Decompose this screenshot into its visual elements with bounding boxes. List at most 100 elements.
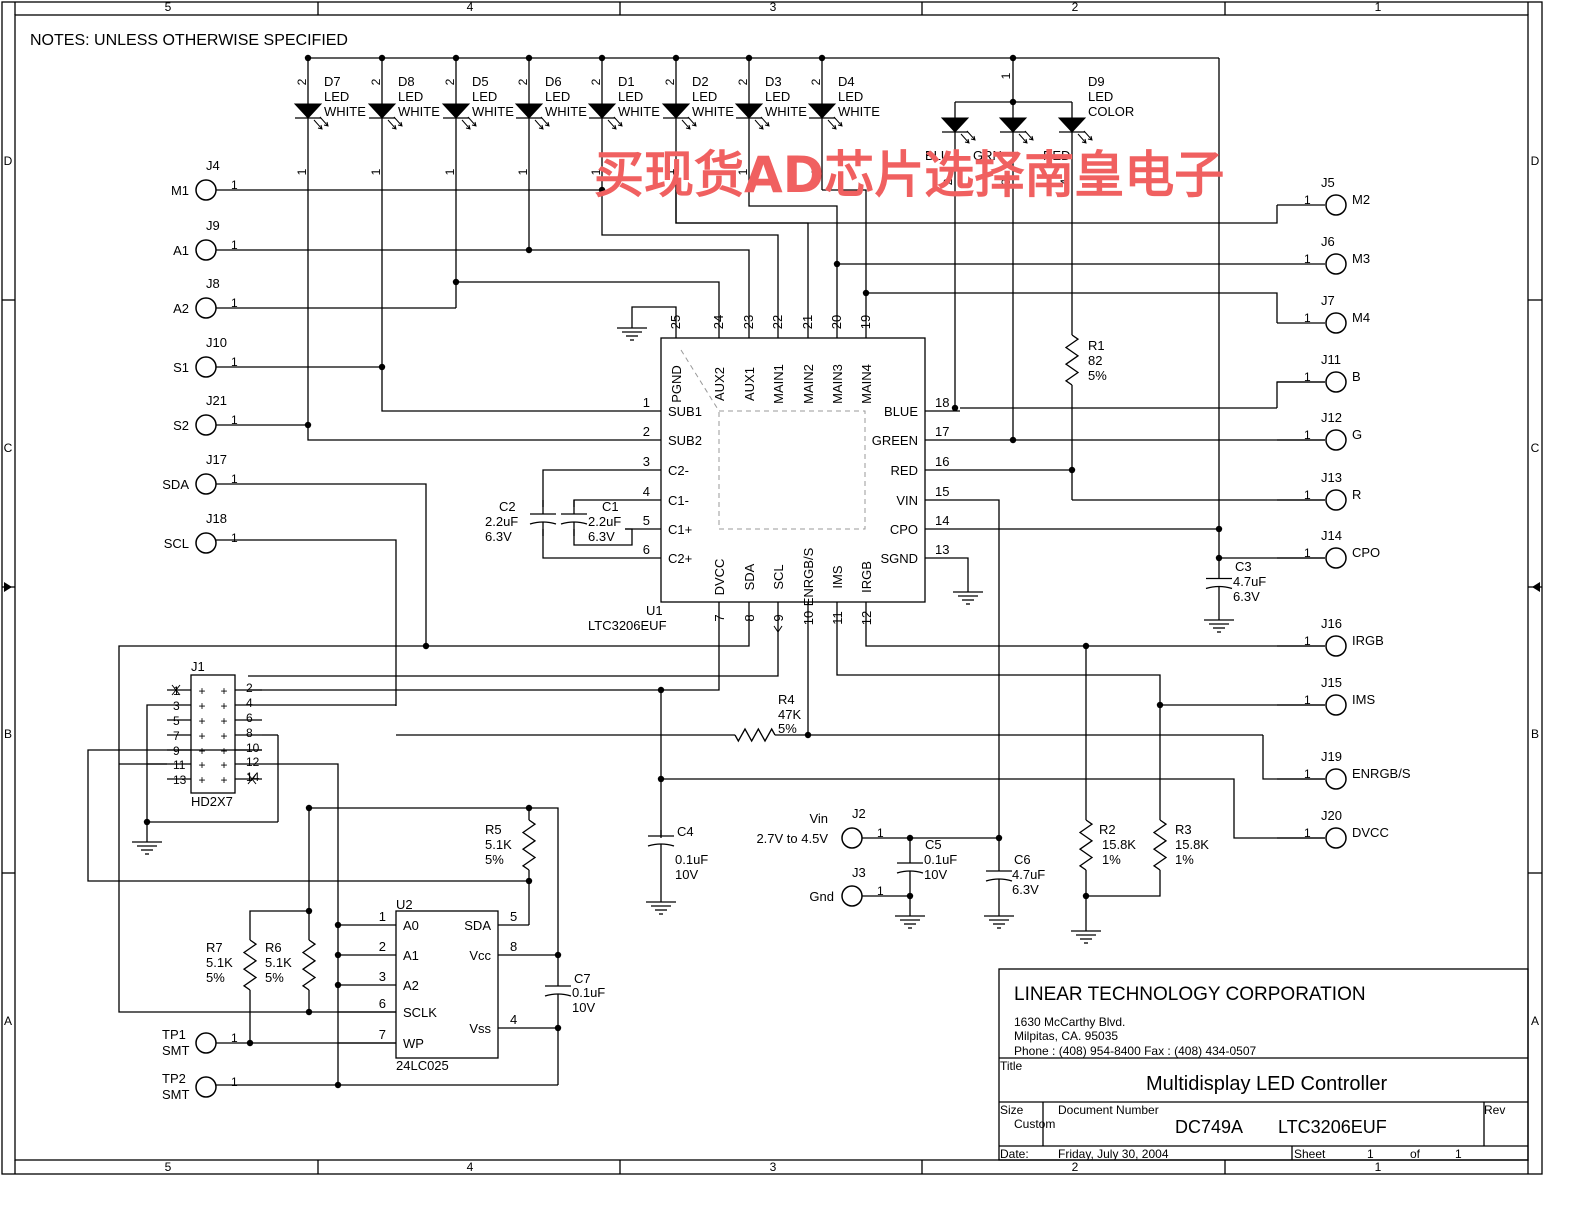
capacitor-plate <box>560 521 588 525</box>
u2-pin-name: SDA <box>464 918 491 933</box>
junction-dot <box>305 1008 313 1016</box>
resistor-value: 15.8K <box>1102 837 1136 852</box>
resistor-zigzag <box>1064 334 1080 386</box>
u2-pin-name: Vcc <box>469 948 491 963</box>
wire-b <box>1276 381 1325 408</box>
led-color-label: BLU <box>925 148 950 163</box>
led-ref: D5 <box>472 74 489 89</box>
ground-symbol <box>895 910 925 929</box>
led-blue <box>940 117 976 144</box>
led-triangle <box>734 103 764 119</box>
u1-pin-number: 12 <box>859 611 874 625</box>
pin-number: 2 <box>369 78 383 85</box>
u1-pin-number: 16 <box>935 454 949 469</box>
pin-number: 3 <box>999 178 1013 185</box>
header-pin-number: 12 <box>246 755 260 769</box>
zone-row-label: D <box>1531 154 1540 168</box>
connector-ref: J11 <box>1321 352 1341 367</box>
capacitor-ref: C2 <box>499 499 516 514</box>
pin-number: 4 <box>1058 178 1072 185</box>
testpoint-ref: TP2 <box>162 1071 186 1086</box>
led-emission-arrows <box>681 116 697 130</box>
u1-pin-number: 2 <box>643 424 650 439</box>
pin-number: 1 <box>1304 370 1311 384</box>
connector-name: G <box>1352 427 1362 442</box>
connector-name: R <box>1352 487 1361 502</box>
wire-r3 <box>1086 870 1161 897</box>
pin-number: 1 <box>736 168 750 175</box>
led-value: LED <box>1088 89 1113 104</box>
capacitor-value: 0.1uF <box>675 852 708 867</box>
led-value: WHITE <box>324 104 366 119</box>
resistor-value: 5% <box>485 852 504 867</box>
led-ref: D1 <box>618 74 635 89</box>
wire-main3 <box>748 190 838 308</box>
led-ref: D7 <box>324 74 341 89</box>
wire-main2 <box>675 190 809 308</box>
junction-dot <box>525 54 533 62</box>
led-value: LED <box>324 89 349 104</box>
company-address: Milpitas, CA. 95035 <box>1014 1029 1118 1043</box>
header-pin-number: 13 <box>173 773 187 787</box>
wire-c2 <box>542 529 625 559</box>
wire-scl-bus <box>248 632 779 677</box>
resistor-value: 5% <box>778 721 797 736</box>
connector-j5 <box>1325 194 1347 216</box>
connector-ref: J7 <box>1321 293 1335 308</box>
pin-number: 1 <box>1304 767 1311 781</box>
header-pin-number: 3 <box>173 699 180 713</box>
wire-scl <box>216 539 397 706</box>
zone-row-label: A <box>1531 1014 1539 1028</box>
ground-symbol <box>984 910 1014 929</box>
pin-number: 1 <box>1304 252 1311 266</box>
resistor-value: 15.8K <box>1175 837 1209 852</box>
wire-ims <box>836 632 1325 706</box>
led-value: WHITE <box>838 104 880 119</box>
led-d8 <box>367 103 403 130</box>
pin-number: 1 <box>1304 488 1311 502</box>
capacitor-ref: C7 <box>574 971 591 986</box>
u1-part: LTC3206EUF <box>588 618 667 633</box>
connector-ref: J13 <box>1321 470 1342 485</box>
resistor-value: 1% <box>1102 852 1121 867</box>
led-value: LED <box>838 89 863 104</box>
size-value: Custom <box>1014 1117 1055 1131</box>
u1-pin-name: CPO <box>890 522 918 537</box>
wire-sub1 <box>381 190 625 412</box>
u2-part: 24LC025 <box>396 1058 449 1073</box>
junction-dot <box>818 54 826 62</box>
connector-ref: J10 <box>206 335 227 350</box>
u2-pin-number: 4 <box>510 1012 517 1027</box>
connector-j15 <box>1325 694 1347 716</box>
header-pin-number: 5 <box>173 714 180 728</box>
zone-column-label: 2 <box>1072 0 1079 14</box>
junction-dot <box>422 642 430 650</box>
u1-pin-name: SUB1 <box>668 404 702 419</box>
u1-pin-number: 23 <box>741 315 756 329</box>
u1-pin-number: 20 <box>829 315 844 329</box>
u1-pin-number: 1 <box>643 395 650 410</box>
pin-number: 1 <box>663 168 677 175</box>
junction-dot <box>334 921 342 929</box>
pin-number: 1 <box>231 238 238 252</box>
led-triangle <box>661 103 691 119</box>
resistor-zigzag <box>734 727 776 743</box>
u2-pin-name: A0 <box>403 918 419 933</box>
date-value: Friday, July 30, 2004 <box>1058 1147 1169 1161</box>
led-triangle <box>514 103 544 119</box>
led-value: WHITE <box>398 104 440 119</box>
capacitor-plate <box>647 843 675 847</box>
pin-number: 1 <box>1304 693 1311 707</box>
junction-dot <box>951 404 959 412</box>
resistor-zigzag <box>301 939 317 991</box>
testpoint-tp1 <box>195 1032 217 1054</box>
u1-pin-name: SGND <box>880 551 918 566</box>
zone-column-label: 2 <box>1072 1160 1079 1174</box>
u1-pin-name: C2+ <box>668 551 692 566</box>
led-value: WHITE <box>545 104 587 119</box>
wire-c1 <box>573 528 633 546</box>
title-label: Title <box>1000 1059 1023 1073</box>
junction-dot <box>745 54 753 62</box>
junction-dot <box>452 54 460 62</box>
u1-pin-name: SDA <box>742 563 757 590</box>
